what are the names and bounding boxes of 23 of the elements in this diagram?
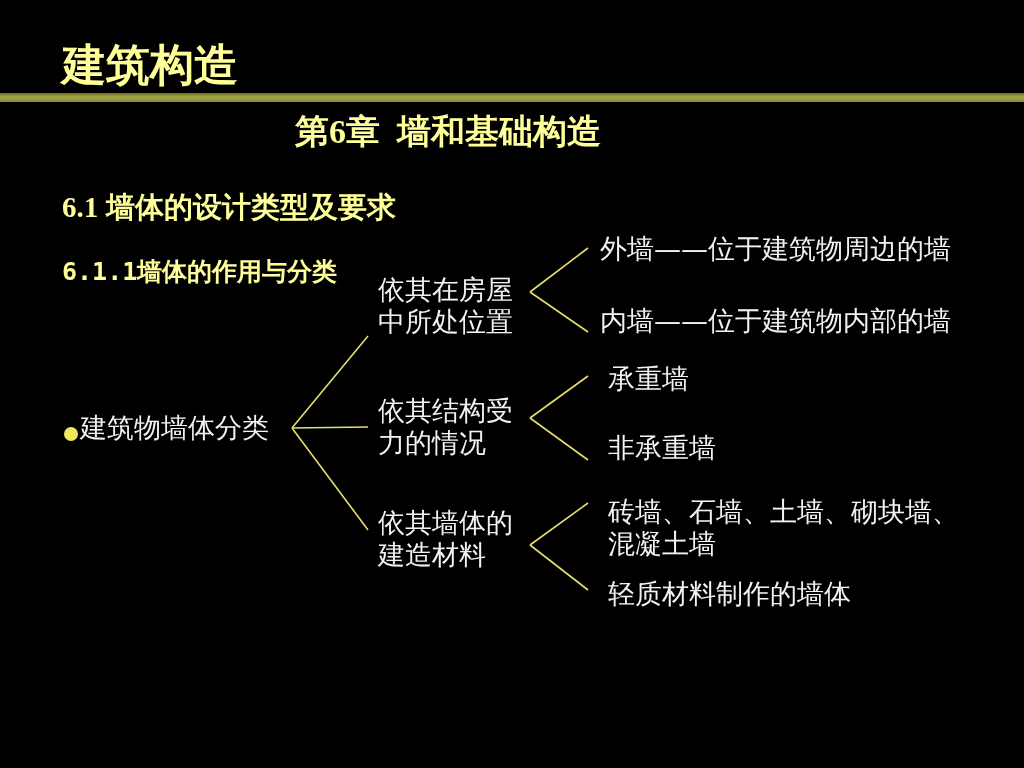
category-label: 依其墙体的建造材料 xyxy=(368,507,530,573)
item-label: 外墙——位于建筑物周边的墙 xyxy=(588,233,988,267)
connector-line xyxy=(291,427,369,531)
chapter-heading: 第6章 墙和基础构造 xyxy=(295,112,601,152)
root-label: 建筑物墙体分类 xyxy=(80,412,292,448)
category-label: 依其结构受力的情况 xyxy=(368,395,530,461)
connector-line xyxy=(529,417,589,461)
item-label: 承重墙 xyxy=(588,363,738,397)
connector-line xyxy=(529,502,589,546)
category-label: 依其在房屋中所处位置 xyxy=(368,274,530,340)
connector-line xyxy=(529,544,589,591)
connector-line xyxy=(291,426,369,429)
connector-line xyxy=(529,291,589,333)
subsection-heading: 6.1.1墙体的作用与分类 xyxy=(62,256,338,288)
item-label: 非承重墙 xyxy=(588,432,758,466)
connector-line xyxy=(291,335,369,429)
connector-line xyxy=(529,375,589,419)
item-label: 轻质材料制作的墙体 xyxy=(588,578,908,612)
item-label: 砖墙、石墙、土墙、砌块墙、混凝土墙 xyxy=(588,496,973,562)
item-label: 内墙——位于建筑物内部的墙 xyxy=(588,305,988,339)
section-heading: 6.1 墙体的设计类型及要求 xyxy=(62,190,396,225)
connector-line xyxy=(529,247,589,293)
slide-title: 建筑构造 xyxy=(62,38,238,92)
